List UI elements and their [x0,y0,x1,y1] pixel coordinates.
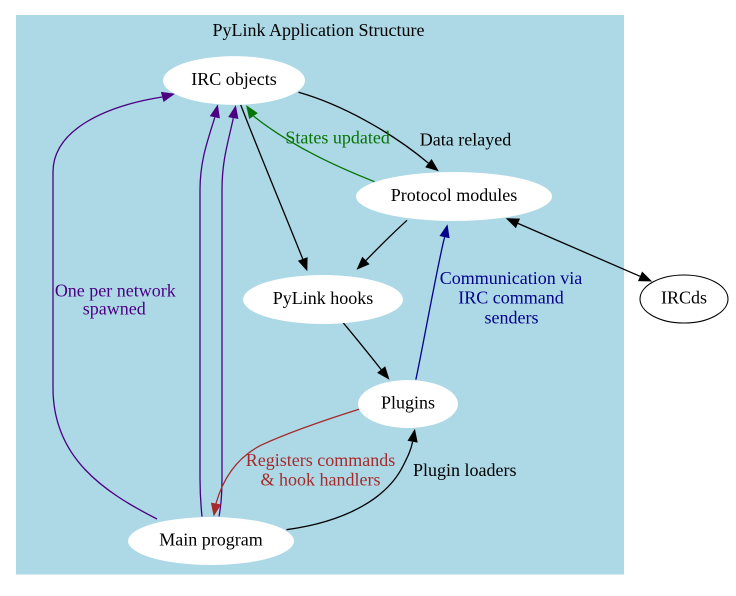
svg-text:Protocol modules: Protocol modules [391,185,518,205]
svg-text:Data relayed: Data relayed [420,130,511,150]
svg-text:senders: senders [485,307,539,327]
svg-text:spawned: spawned [83,298,146,318]
svg-text:IRCds: IRCds [661,288,707,308]
svg-text:Registers commands: Registers commands [246,450,395,470]
svg-text:Plugins: Plugins [381,393,435,413]
svg-text:IRC command: IRC command [458,287,564,307]
svg-text:IRC objects: IRC objects [191,69,277,89]
svg-text:& hook handlers: & hook handlers [261,470,381,490]
svg-text:One per network: One per network [55,280,176,300]
svg-text:PyLink hooks: PyLink hooks [273,288,374,308]
svg-text:Main program: Main program [159,530,262,550]
svg-text:PyLink Application Structure: PyLink Application Structure [213,20,425,40]
svg-text:States updated: States updated [285,128,389,148]
svg-text:Plugin loaders: Plugin loaders [413,460,517,480]
svg-text:Communication via: Communication via [440,268,582,288]
